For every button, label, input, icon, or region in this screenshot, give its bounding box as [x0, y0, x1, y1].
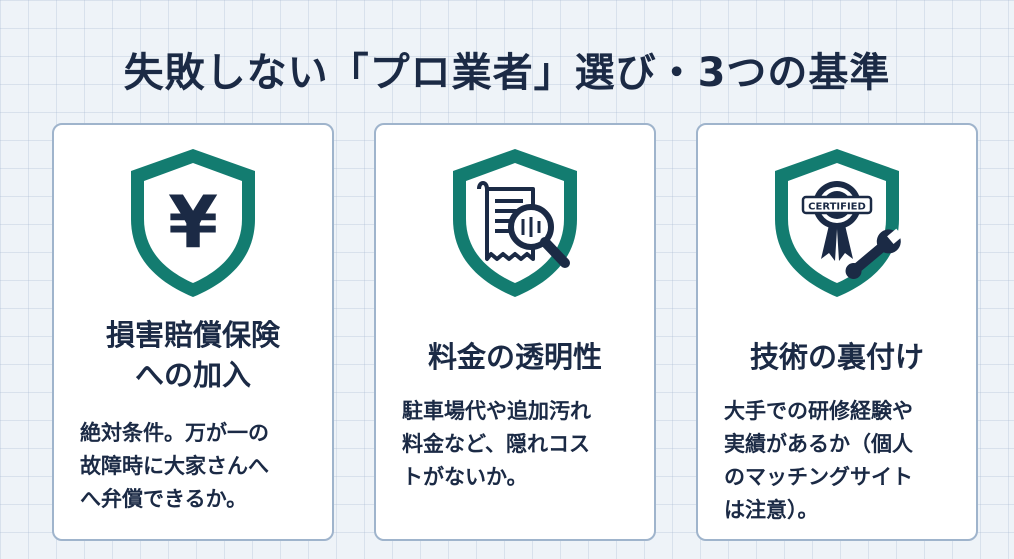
- card-description-line: のマッチングサイト: [724, 465, 913, 489]
- card-title-line: への加入: [134, 358, 251, 392]
- card-description-line: 駐車場代や追加汚れ: [402, 399, 591, 423]
- card-description-line: トがないか。: [402, 465, 528, 489]
- card-description-line: は注意）。: [724, 498, 819, 522]
- card-description: 大手での研修経験や 実績があるか（個人 のマッチングサイト は注意）。: [724, 395, 960, 527]
- card-title: 技術の裏付け: [749, 340, 924, 374]
- card-description: 駐車場代や追加汚れ 料金など、隠れコス トがないか。: [402, 395, 638, 494]
- criterion-card-insurance: ¥ 損害賠償保険 への加入 絶対条件。万が一の 故障時に大家さんへ へ弁償できる…: [52, 123, 334, 541]
- page-title: 失敗しない「プロ業者」選び・3つの基準: [123, 50, 891, 96]
- card-description-line: 料金など、隠れコス: [402, 432, 590, 456]
- card-title-line: 損害賠償保険: [105, 318, 280, 352]
- receipt-magnifier-shield-icon: [376, 141, 654, 301]
- card-description-line: 絶対条件。万が一の: [80, 421, 269, 445]
- criterion-card-skills: CERTIFIED 技術の裏付け 大手での研修経験や 実績があるか（個人 のマッ…: [696, 123, 978, 541]
- card-description: 絶対条件。万が一の 故障時に大家さんへ へ弁償できるか。: [80, 417, 316, 516]
- svg-text:¥: ¥: [168, 180, 218, 264]
- card-title: 損害賠償保険 への加入: [60, 315, 326, 395]
- criterion-card-pricing: 料金の透明性 駐車場代や追加汚れ 料金など、隠れコス トがないか。: [374, 123, 656, 541]
- certified-wrench-shield-icon: CERTIFIED: [698, 141, 976, 301]
- certified-badge-text: CERTIFIED: [808, 202, 866, 213]
- yen-shield-graphic: ¥: [131, 149, 255, 297]
- certified-shield-graphic: CERTIFIED: [775, 149, 903, 297]
- card-title: 料金の透明性: [427, 340, 602, 374]
- receipt-shield-graphic: [453, 149, 577, 297]
- card-description-line: 故障時に大家さんへ: [80, 454, 269, 478]
- card-description-line: 大手での研修経験や: [724, 399, 913, 423]
- card-description-line: 実績があるか（個人: [724, 432, 913, 456]
- yen-shield-icon: ¥: [54, 141, 332, 301]
- card-description-line: へ弁償できるか。: [80, 487, 248, 511]
